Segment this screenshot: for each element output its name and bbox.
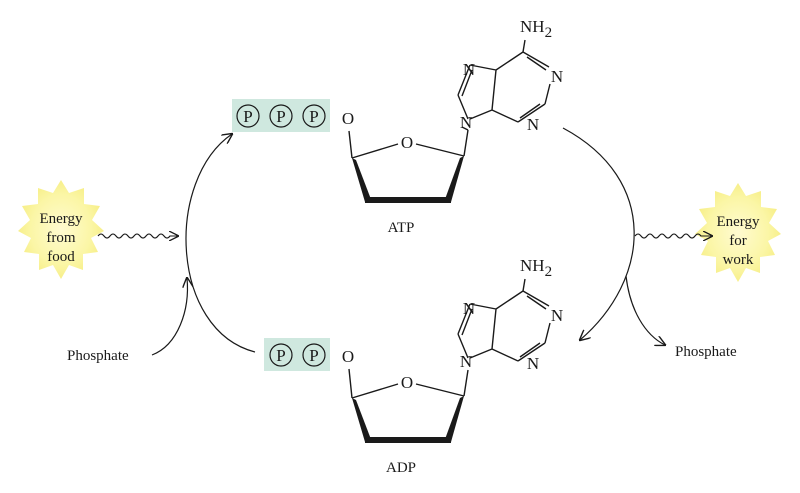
adp-n3: N [527,354,539,373]
atp-bold-bond [365,197,451,203]
adp-linker-oxygen: O [342,347,354,366]
energy-out-wavy-arrow [634,234,712,238]
adp-sugar-ring [348,368,469,399]
adp-n7: N [463,299,475,318]
atp-ring-oxygen: O [401,133,413,152]
adp-phosphate-2: P [302,343,326,367]
phosphate-symbol: P [276,346,285,365]
atp-n3: N [527,115,539,134]
atp-n7: N [463,60,475,79]
atp-n9: N [460,113,472,132]
atp-label: ATP [388,220,415,236]
atp-molecule: P P P O O N N N N NH2 ATP [232,17,563,236]
atp-wedge-left [352,158,372,202]
atp-adenine: N N N N NH2 [457,17,563,134]
adp-phosphate-1: P [269,343,293,367]
phosphate-in-arrow [151,278,187,356]
atp-linker-oxygen: O [342,109,354,128]
adp-amine: NH2 [520,256,552,280]
atp-glycosidic-bond [461,126,469,131]
burst-shape [695,183,781,282]
energy-in-line2: from [46,230,75,246]
atp-phosphate-3: P [302,104,326,128]
synthesis-arc-arrow [185,134,256,353]
phosphate-symbol: P [309,346,318,365]
energy-in-line3: food [47,249,75,265]
adp-molecule: P P O O N N N N NH2 ADP [264,256,563,476]
atp-phosphate-1: P [236,104,260,128]
hydrolysis-arc-arrow [562,127,635,340]
adp-label: ADP [386,460,416,476]
atp-n1: N [551,67,563,86]
energy-in-line1: Energy [39,211,83,227]
energy-out-line3: work [723,252,754,268]
adp-ring-oxygen: O [401,373,413,392]
atp-sugar-ring [348,129,469,159]
adp-n1: N [551,306,563,325]
adp-wedge-right [444,396,464,442]
phosphate-out-arrow [625,275,665,345]
phosphate-symbol: P [309,107,318,126]
adp-wedge-left [352,398,372,442]
adp-n9: N [460,352,472,371]
energy-for-work-burst: Energy for work [695,183,781,282]
adp-bold-bond [365,437,451,443]
adp-phosphate-box [264,338,330,371]
phosphate-in-label: Phosphate [67,348,129,364]
phosphate-out-label: Phosphate [675,344,737,360]
atp-wedge-right [444,156,464,202]
adp-adenine: N N N N NH2 [457,256,563,373]
atp-amine: NH2 [520,17,552,41]
energy-from-food-burst: Energy from food [18,180,104,279]
phosphate-symbol: P [243,107,252,126]
burst-shape [18,180,104,279]
energy-in-wavy-arrow [97,234,178,238]
atp-phosphate-2: P [269,104,293,128]
phosphate-symbol: P [276,107,285,126]
energy-out-line2: for [729,233,747,249]
energy-out-line1: Energy [716,214,760,230]
